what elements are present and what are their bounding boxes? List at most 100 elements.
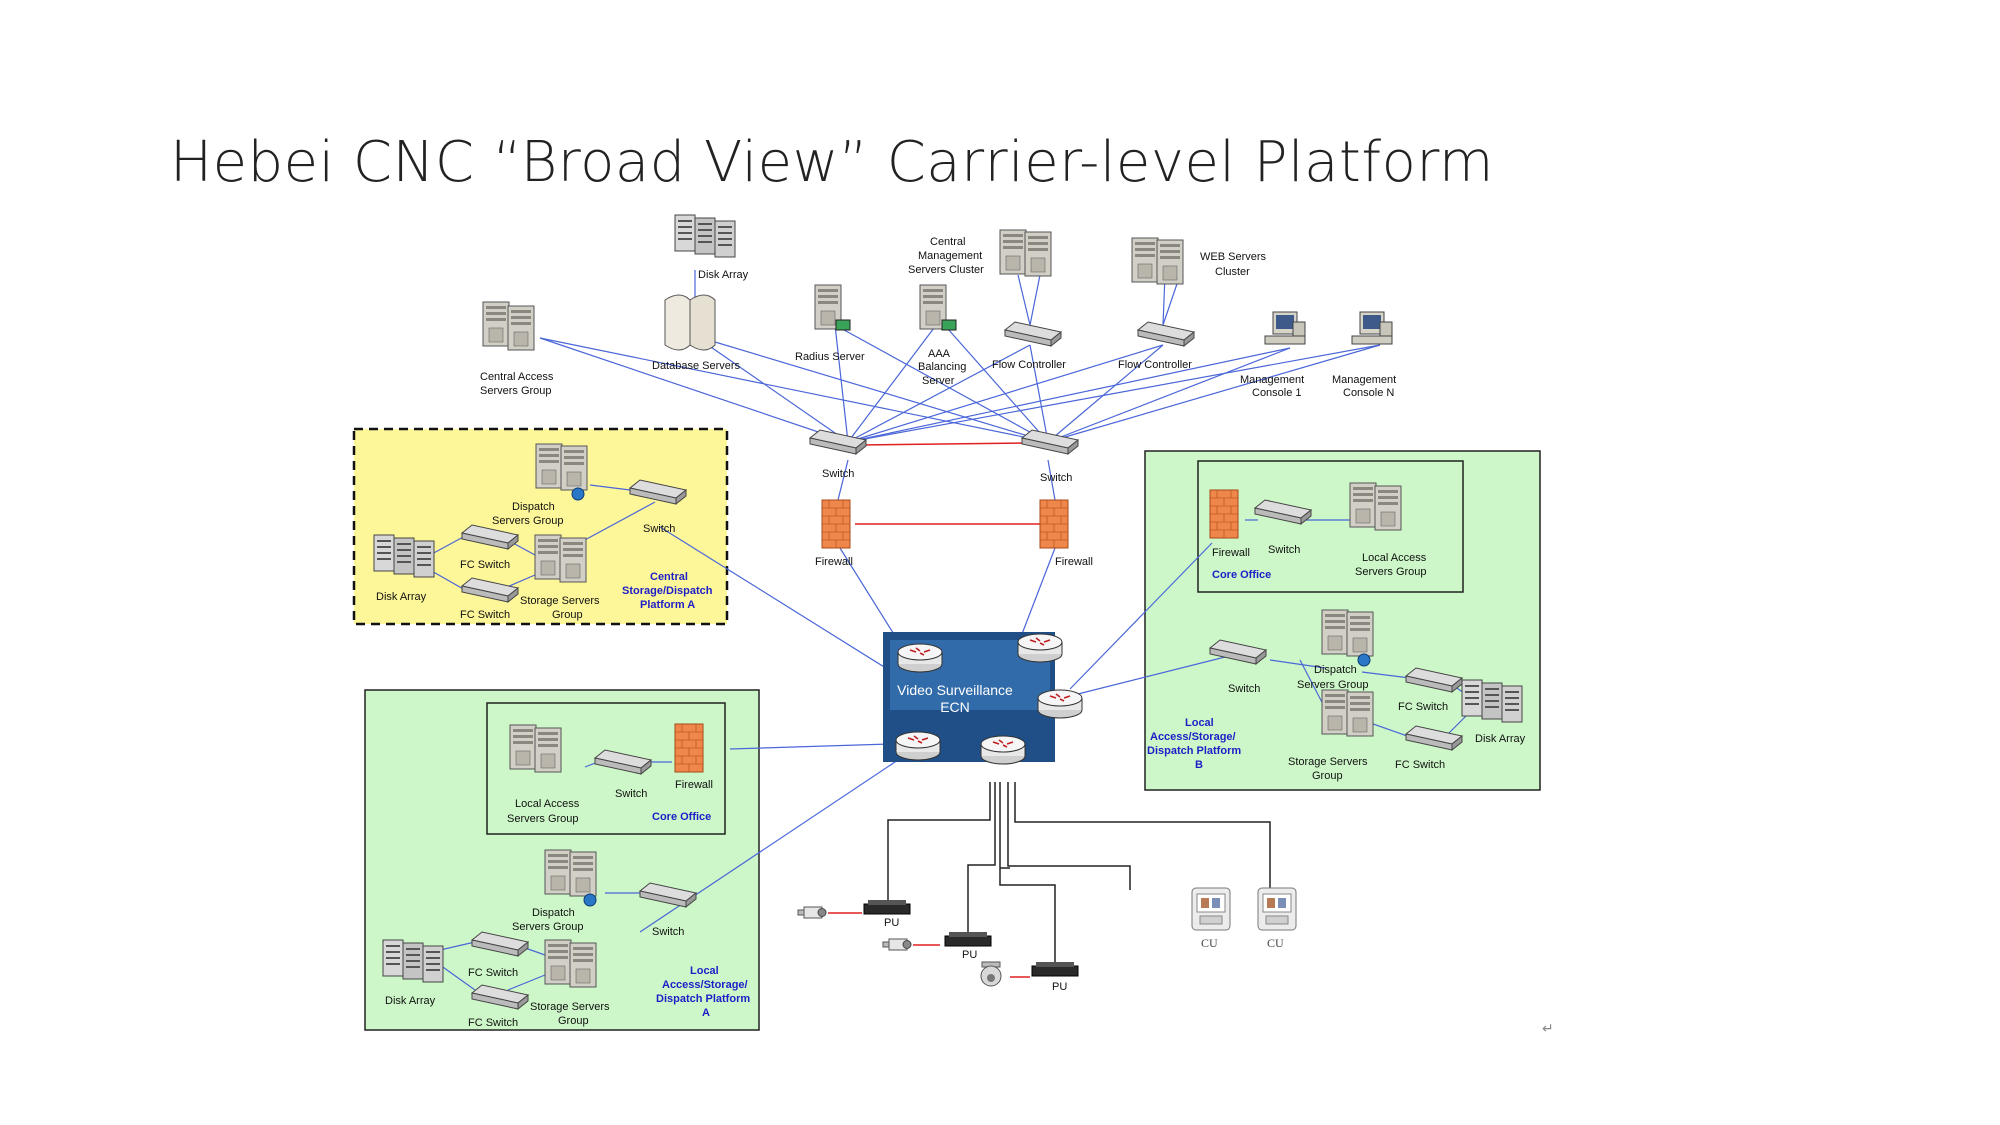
links-terminals — [887, 782, 1271, 966]
central-access-label-2: Servers Group — [480, 385, 552, 397]
switch-icon — [1137, 321, 1195, 347]
aaa-label-2: Balancing — [918, 361, 966, 373]
database-servers-icon — [664, 294, 716, 351]
firewall-right-label: Firewall — [1055, 556, 1093, 568]
b-switch-label: Switch — [1228, 683, 1260, 695]
cms-label-2: Management — [918, 250, 982, 262]
server-icon — [1374, 485, 1402, 531]
server-icon — [559, 537, 587, 583]
mgmt-console-1-label-1: Management — [1240, 374, 1304, 386]
firewall-icon — [1039, 499, 1069, 549]
router-icon — [897, 643, 943, 673]
globe-badge — [571, 487, 585, 501]
central-storage-label-2: Group — [552, 609, 583, 621]
a-platform-title-4: A — [702, 1007, 710, 1019]
a-dispatch-label-2: Servers Group — [512, 921, 584, 933]
server-icon — [1321, 609, 1349, 655]
console-icon — [1351, 311, 1393, 345]
a-platform-title-3: Dispatch Platform — [656, 993, 750, 1005]
firewall-icon — [674, 723, 704, 773]
server-icon — [544, 939, 572, 985]
b-core-office-label: Core Office — [1212, 569, 1271, 581]
b-local-access-label-2: Servers Group — [1355, 566, 1427, 578]
b-firewall-label: Firewall — [1212, 547, 1250, 559]
switch-icon — [809, 429, 867, 455]
server-icon — [1131, 237, 1159, 283]
ecn-label-line1: Video Surveillance — [897, 682, 1013, 698]
cu-1-label: CU — [1201, 936, 1218, 950]
central-switch-label: Switch — [643, 523, 675, 535]
a-switch-core-label: Switch — [615, 788, 647, 800]
cms-label-1: Central — [930, 236, 965, 248]
link-switch-redundant — [859, 442, 1031, 446]
console-icon — [1264, 311, 1306, 345]
b-storage-label-1: Storage Servers — [1288, 756, 1368, 768]
router-icon — [980, 735, 1026, 765]
pu-2-label: PU — [962, 949, 977, 961]
flow-controller-2-label: Flow Controller — [1118, 359, 1192, 371]
server-icon — [1346, 611, 1374, 657]
mgmt-console-n-label-2: Console N — [1343, 387, 1394, 399]
encoder-icon — [1031, 961, 1079, 977]
b-local-access-label-1: Local Access — [1362, 552, 1427, 564]
mgmt-console-n-label-1: Management — [1332, 374, 1396, 386]
switch-left-label: Switch — [822, 468, 854, 480]
links-core-fan — [539, 270, 1381, 933]
cu-2-label: CU — [1267, 936, 1284, 950]
central-platform-title-3: Platform A — [640, 599, 695, 611]
zone-core-office-b — [1197, 460, 1464, 593]
b-dispatch-label-1: Dispatch — [1314, 664, 1357, 676]
server-icon — [999, 229, 1027, 275]
globe-badge — [583, 893, 597, 907]
firewall-icon — [821, 499, 851, 549]
disk-array-icon — [373, 534, 435, 578]
b-platform-title-3: Dispatch Platform — [1147, 745, 1241, 757]
dome-camera-icon — [980, 961, 1002, 987]
aaa-badge — [941, 319, 957, 331]
a-core-office-label: Core Office — [652, 811, 711, 823]
central-dispatch-label-2: Servers Group — [492, 515, 564, 527]
central-platform-title-1: Central — [650, 571, 688, 583]
links-zone-internal — [429, 484, 1471, 991]
server-icon — [544, 849, 572, 895]
b-storage-label-2: Group — [1312, 770, 1343, 782]
router-icon — [895, 731, 941, 761]
b-disk-array-label: Disk Array — [1475, 733, 1526, 745]
a-local-access-label-1: Local Access — [515, 798, 580, 810]
aaa-label-1: AAA — [928, 348, 951, 360]
a-dispatch-label-1: Dispatch — [532, 907, 575, 919]
disk-array-icon — [1461, 679, 1523, 723]
aaa-label-3: Server — [922, 375, 955, 387]
server-icon — [1024, 231, 1052, 277]
links-camera — [828, 912, 1030, 978]
central-storage-label-1: Storage Servers — [520, 595, 600, 607]
pu-3-label: PU — [1052, 981, 1067, 993]
firewall-left-label: Firewall — [815, 556, 853, 568]
central-access-label-1: Central Access — [480, 371, 554, 383]
web-cluster-label-1: WEB Servers — [1200, 251, 1267, 263]
disk-array-icon — [382, 939, 444, 983]
encoder-icon — [863, 899, 911, 915]
a-local-access-label-2: Servers Group — [507, 813, 579, 825]
b-fc-switch-2-label: FC Switch — [1395, 759, 1445, 771]
server-icon — [534, 727, 562, 773]
mgmt-console-1-label-2: Console 1 — [1252, 387, 1302, 399]
encoder-icon — [944, 931, 992, 947]
b-platform-title-2: Access/Storage/ — [1150, 731, 1236, 743]
pu-1-label: PU — [884, 917, 899, 929]
server-icon — [1156, 239, 1184, 285]
slide-title: Hebei CNC “Broad View” Carrier-level Pla… — [170, 130, 1494, 195]
client-unit-icon — [1257, 887, 1297, 931]
ecn-label-line2: ECN — [940, 699, 970, 715]
firewall-icon — [1209, 489, 1239, 539]
central-disk-array-label: Disk Array — [376, 591, 427, 603]
b-switch-core-label: Switch — [1268, 544, 1300, 556]
b-platform-title-4: B — [1195, 759, 1203, 771]
b-fc-switch-1-label: FC Switch — [1398, 701, 1448, 713]
a-fc-switch-2-label: FC Switch — [468, 1017, 518, 1029]
central-fc-switch-2-label: FC Switch — [460, 609, 510, 621]
flow-controller-1-label: Flow Controller — [992, 359, 1066, 371]
disk-array-icon — [674, 214, 736, 258]
central-platform-title-2: Storage/Dispatch — [622, 585, 713, 597]
